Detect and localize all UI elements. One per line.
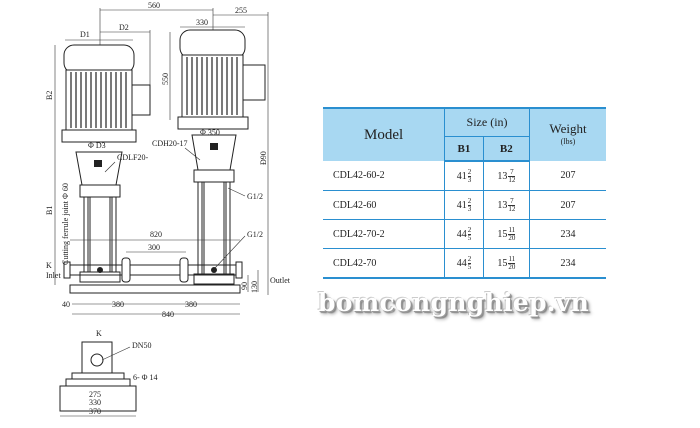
dim-550-label: 550 (161, 73, 170, 85)
k-bottom-label: K (96, 329, 102, 338)
watermark-text: bomcongnghiep.vn (318, 288, 590, 317)
dim-255-label: 255 (235, 6, 247, 15)
dim-90-label: 90 (240, 282, 249, 290)
dim-560-label: 560 (148, 1, 160, 10)
dim-330-top-label: 330 (196, 18, 208, 27)
outlet-label: Outlet (270, 276, 291, 285)
dn50-label: DN50 (132, 341, 152, 350)
cdh-label: CDH20-17 (152, 139, 188, 148)
dim-300-label: 300 (148, 243, 160, 252)
header-weight-unit: (lbs) (560, 137, 576, 146)
dim-40-label: 40 (62, 300, 70, 309)
cell-weight: 207 (528, 161, 606, 191)
cell-weight: 234 (528, 219, 606, 249)
cell-weight: 207 (528, 190, 606, 220)
dn-940-label: Đ90 (259, 151, 268, 165)
dim-275-label: 275 (89, 390, 101, 399)
g12-upper-label: G1/2 (247, 192, 263, 201)
dim-370-label: 370 (89, 407, 101, 416)
header-b1: B1 (444, 136, 484, 163)
b1-label: B1 (45, 206, 54, 215)
cell-weight: 234 (528, 248, 606, 279)
cell-model: CDL42-70-2 (323, 219, 446, 249)
header-weight-label: Weight (549, 121, 587, 136)
dim-820-label: 820 (150, 230, 162, 239)
dim-380-b-label: 380 (185, 300, 197, 309)
spec-table: Model Size (in) Weight (lbs) B1 B2 CDL42… (323, 107, 606, 279)
d2-label: D2 (119, 23, 129, 32)
d1-label: D1 (80, 30, 90, 39)
dim-330-bottom-label: 330 (89, 398, 101, 407)
holes-label: 6- Φ 14 (133, 373, 158, 382)
inlet-label: Inlet (46, 271, 61, 280)
header-model: Model (323, 107, 446, 161)
cell-model: CDL42-70 (323, 248, 446, 279)
dim-380-a-label: 380 (112, 300, 124, 309)
dim-130-label: 130 (250, 281, 259, 293)
cdlf-label: CDLF20- (117, 153, 148, 162)
dim-350-label: Φ 350 (200, 128, 220, 137)
pump-dimension-drawing: 560 D1 D2 330 255 Φ D3 CDLF20- Φ 350 550 (45, 1, 291, 417)
header-b2: B2 (482, 136, 530, 163)
b2-label: B2 (45, 91, 54, 100)
k-side-label: K (46, 261, 52, 270)
dim-840-label: 840 (162, 310, 174, 319)
d3-label: Φ D3 (88, 141, 106, 150)
cell-model: CDL42-60 (323, 190, 446, 220)
g12-lower-label: G1/2 (247, 230, 263, 239)
header-size: Size (in) (444, 107, 530, 137)
ferrule-label: Cutting ferrule joint Φ 60 (61, 183, 70, 265)
header-weight: Weight (lbs) (528, 107, 606, 161)
cell-model: CDL42-60-2 (323, 161, 446, 191)
